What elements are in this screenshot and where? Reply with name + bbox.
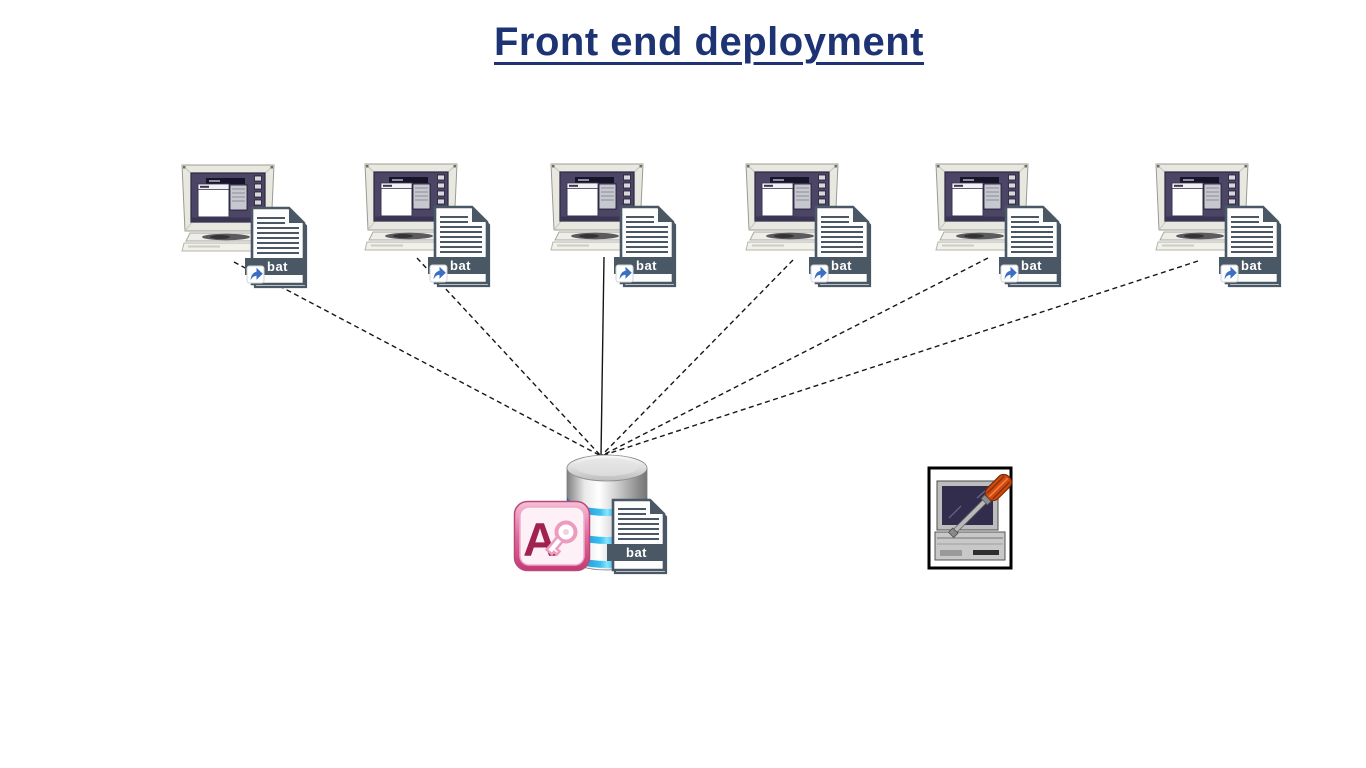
tools-disk-slot	[973, 550, 999, 555]
screen-bottom	[1165, 216, 1239, 221]
bat-page-fold	[1263, 207, 1278, 222]
server-group: A bat	[513, 450, 678, 582]
bat-page-fold	[1043, 207, 1058, 222]
bat-file-shortcut-icon: bat	[428, 205, 491, 288]
database-top-inner	[576, 458, 638, 476]
workstation-1: bat	[178, 161, 312, 293]
bat-file-label: bat	[831, 258, 852, 273]
bat-page-fold	[650, 500, 664, 514]
bat-banner	[607, 544, 666, 561]
bat-text-lines	[821, 215, 863, 254]
desktop-computer-icon	[745, 163, 839, 251]
screen-titlebar	[770, 177, 809, 183]
bat-file-label: bat	[1021, 258, 1042, 273]
shortcut-arrow-icon	[615, 264, 634, 283]
bat-text-lines	[1011, 215, 1053, 254]
bat-file-label: bat	[636, 258, 657, 273]
bat-file-label: bat	[1241, 258, 1262, 273]
workstation-4: bat	[742, 160, 876, 292]
shortcut-arrow-icon	[246, 265, 265, 284]
screen-bottom	[560, 216, 634, 221]
bat-file-icon: bat	[607, 498, 668, 575]
bat-file-shortcut-icon: bat	[809, 205, 872, 288]
bat-file-shortcut-icon: bat	[1219, 205, 1282, 288]
screen-titlebar	[960, 177, 999, 183]
maintenance-tool	[927, 466, 1013, 575]
bat-page-fold	[289, 208, 304, 223]
bat-page-fold	[472, 207, 487, 222]
bat-text-lines	[257, 216, 299, 255]
bat-text-lines	[440, 215, 482, 254]
page-title: Front end deployment	[494, 20, 924, 64]
screen-bottom	[374, 216, 448, 221]
screen-bottom	[755, 216, 829, 221]
screen-titlebar	[575, 177, 614, 183]
tools-vent	[940, 550, 962, 556]
screen-titlebar	[389, 177, 428, 183]
connection-line	[233, 261, 602, 457]
ms-access-logo-icon: A	[513, 500, 591, 572]
bat-file-label: bat	[267, 259, 288, 274]
connection-line	[600, 257, 989, 457]
access-key-icon	[544, 520, 578, 557]
screen-titlebar	[206, 178, 245, 184]
workstation-2: bat	[361, 160, 495, 292]
bat-file-shortcut-icon: bat	[614, 205, 677, 288]
shortcut-arrow-icon	[1220, 264, 1239, 283]
workstation-5: bat	[932, 160, 1066, 292]
screen-bottom	[191, 217, 265, 222]
bat-file-shortcut-icon: bat	[999, 205, 1062, 288]
bat-text-lines	[1231, 215, 1273, 254]
shortcut-arrow-icon	[429, 264, 448, 283]
connection-line	[600, 259, 794, 457]
screen-bottom	[945, 216, 1019, 221]
computer-screwdriver-icon	[927, 466, 1013, 570]
bat-page-fold	[853, 207, 868, 222]
connection-line	[600, 260, 1199, 457]
bat-text-lines	[618, 508, 659, 540]
workstation-3: bat	[547, 160, 681, 292]
shortcut-arrow-icon	[1000, 264, 1019, 283]
screwdriver-icon	[947, 473, 1013, 539]
access-letter: A	[523, 513, 557, 566]
bat-file-label: bat	[450, 258, 471, 273]
workstation-6: bat	[1152, 160, 1286, 292]
connection-line	[600, 256, 605, 457]
bat-text-lines	[626, 215, 668, 254]
desktop-computer-icon	[550, 163, 644, 251]
connection-line	[416, 257, 602, 457]
bat-file-label: bat	[626, 545, 647, 560]
shortcut-arrow-icon	[810, 264, 829, 283]
bat-page-fold	[658, 207, 673, 222]
screen-titlebar	[1180, 177, 1219, 183]
bat-file-shortcut-icon: bat	[245, 206, 308, 289]
desktop-computer-icon	[1155, 163, 1249, 251]
